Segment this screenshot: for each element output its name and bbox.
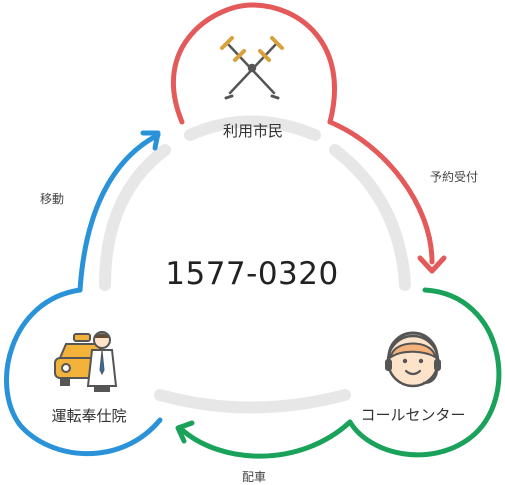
right-lobe-arc bbox=[347, 287, 502, 458]
inner-ring-bottom-segment bbox=[154, 389, 351, 414]
node-label-call-center: コールセンター bbox=[360, 406, 466, 424]
center-phone-number: 1577-0320 bbox=[165, 256, 339, 292]
arrow-reservation bbox=[327, 119, 435, 265]
arrow-dispatch bbox=[177, 419, 353, 459]
operator-headset-icon bbox=[385, 331, 441, 388]
crutches-icon bbox=[220, 36, 284, 100]
edge-label-reservation: 予約受付 bbox=[429, 170, 479, 184]
node-label-citizen: 利用市民 bbox=[222, 122, 284, 140]
edge-label-dispatch: 配車 bbox=[241, 470, 267, 484]
arrow-reservation-head bbox=[417, 255, 447, 274]
arrow-move bbox=[77, 132, 161, 293]
arrow-dispatch-head bbox=[175, 420, 195, 444]
top-lobe-arc bbox=[170, 2, 337, 125]
inner-ring-left-segment bbox=[99, 144, 171, 291]
taxi-driver-icon bbox=[54, 331, 118, 392]
edge-label-move: 移動 bbox=[39, 192, 65, 206]
left-lobe-arc bbox=[4, 287, 163, 457]
inner-ring-right-segment bbox=[329, 144, 411, 291]
arrow-move-head bbox=[140, 130, 161, 151]
node-label-drivers: 運転奉仕院 bbox=[51, 407, 127, 425]
inner-ring-top-segment bbox=[184, 115, 321, 141]
